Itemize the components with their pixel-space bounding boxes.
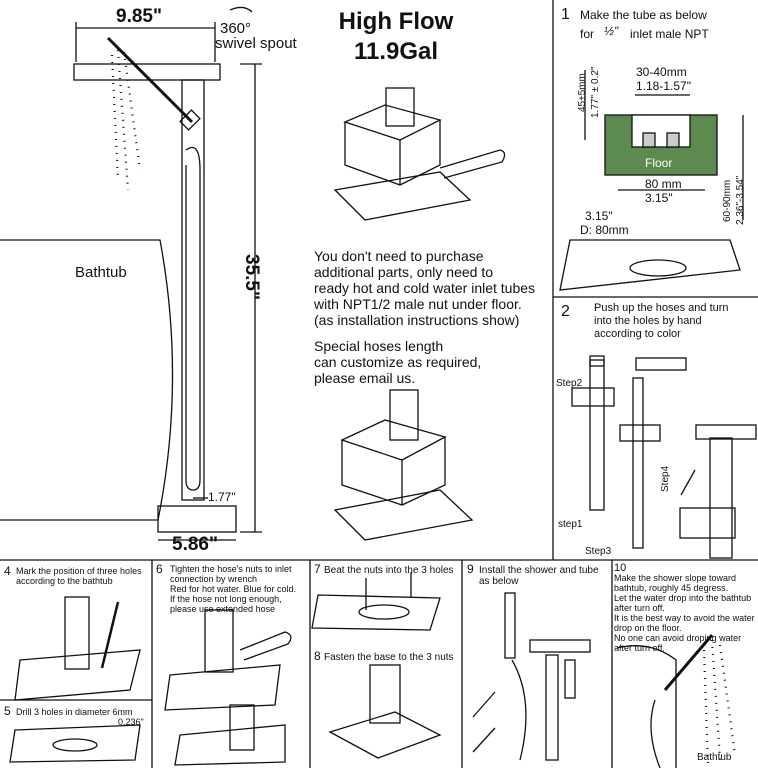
step10-number: 10 bbox=[614, 562, 627, 574]
step10-line5: It is the best way to avoid the water bbox=[614, 613, 755, 623]
offset-dimension-label: 1.77" bbox=[208, 490, 236, 504]
step2-number: 2 bbox=[561, 303, 570, 320]
note-line-5: (as installation instructions show) bbox=[314, 312, 520, 328]
floor-label: Floor bbox=[645, 156, 673, 170]
faucet-column bbox=[181, 79, 205, 501]
width-dimension-label: 9.85" bbox=[116, 6, 162, 27]
note-line-4: with NPT1/2 male nut under floor. bbox=[314, 296, 522, 312]
step10-line2: bathtub, roughly 45 degress. bbox=[614, 583, 729, 593]
note-line-2: additional parts, only need to bbox=[314, 264, 494, 280]
step6-number: 6 bbox=[156, 562, 163, 576]
step6-line5: please use extended hose bbox=[170, 604, 276, 614]
step1-width-in: 3.15" bbox=[645, 191, 673, 205]
floor-plate-bottom bbox=[333, 489, 474, 541]
wrench-top bbox=[439, 149, 506, 179]
title-line1: High Flow bbox=[338, 8, 454, 35]
step10-line7: No one can avoid droping water bbox=[614, 633, 742, 643]
step1-for: for bbox=[580, 27, 595, 41]
step6-line3: Red for hot water. Blue for cold. bbox=[170, 584, 297, 594]
step10-line4: after turn off. bbox=[614, 603, 665, 613]
swivel-label: swivel spout bbox=[215, 35, 297, 52]
faucet-base bbox=[157, 505, 237, 533]
note-line-3: ready hot and cold water inlet tubes bbox=[314, 280, 536, 296]
step9-number: 9 bbox=[467, 562, 474, 576]
step1-gap-in: 1.18-1.57" bbox=[636, 79, 691, 93]
step1-line1: Make the tube as below bbox=[580, 8, 707, 22]
step6-line4: If the hose not long enough, bbox=[170, 594, 282, 604]
step4-number: 4 bbox=[4, 564, 11, 578]
step2-label: Step2 bbox=[556, 378, 583, 389]
step1-hole-d: D: 80mm bbox=[580, 223, 629, 237]
step2-line1: Push up the hoses and turn bbox=[594, 302, 729, 314]
spout bbox=[73, 63, 221, 81]
title-line2: 11.9Gal bbox=[353, 38, 439, 65]
floor-hole-plate bbox=[559, 239, 741, 291]
step10-line6: drop on the floor. bbox=[614, 623, 682, 633]
step10-line3: Let the water drop into the bathtub bbox=[614, 593, 752, 603]
step1-label: step1 bbox=[558, 519, 583, 530]
step1-number: 1 bbox=[561, 6, 570, 23]
hoses-note-1: Special hoses length bbox=[314, 338, 444, 354]
step1-height-mm: 45±5mm bbox=[577, 73, 588, 112]
step5-inch: 0.236" bbox=[118, 717, 144, 727]
floor-plate-top bbox=[333, 171, 472, 221]
swivel-degree: 360° bbox=[220, 20, 252, 37]
step10-line1: Make the shower slope toward bbox=[614, 573, 737, 583]
step9-line1: Install the shower and tube bbox=[479, 565, 599, 576]
step3-label: Step3 bbox=[585, 546, 612, 557]
step1-width-mm: 80 mm bbox=[645, 177, 682, 191]
swivel-arrow bbox=[229, 6, 253, 13]
step6-line1: Tighten the hose's nuts to inlet bbox=[170, 564, 292, 574]
step2-line2: into the holes by hand bbox=[594, 315, 702, 327]
handshower bbox=[106, 36, 194, 124]
base-dimension-label: 5.86" bbox=[172, 534, 218, 555]
hoses-note-2: can customize as required, bbox=[314, 354, 482, 370]
step8-text: Fasten the base to the 3 nuts bbox=[324, 652, 454, 663]
step7-text: Beat the nuts into the 3 holes bbox=[324, 565, 454, 576]
step8-number: 8 bbox=[314, 649, 321, 663]
step6-line2: connection by wrench bbox=[170, 574, 258, 584]
step1-height-in: 1.77" ± 0.2" bbox=[590, 66, 601, 118]
step1-depth-in: 2.36"-3.54" bbox=[735, 175, 746, 225]
step4-label: Step4 bbox=[660, 465, 671, 492]
step10-bathtub: Bathtub bbox=[697, 752, 732, 763]
step1-hole-in: 3.15" bbox=[585, 209, 613, 223]
step9-line2: as below bbox=[479, 576, 519, 587]
height-dimension-label: 35.5" bbox=[241, 254, 262, 300]
step1-fraction: ½" bbox=[604, 24, 619, 38]
note-line-1: You don't need to purchase bbox=[314, 248, 484, 264]
step1-line2: inlet male NPT bbox=[630, 27, 709, 41]
step4-line2: according to the bathtub bbox=[16, 576, 113, 586]
step1-depth-mm: 60-90mm bbox=[722, 179, 733, 222]
step4-line1: Mark the position of three holes bbox=[16, 566, 142, 576]
bathtub-outline bbox=[0, 239, 174, 521]
step1-gap-mm: 30-40mm bbox=[636, 65, 687, 79]
step5-text: Drill 3 holes in diameter 6mm bbox=[16, 707, 133, 717]
step2-line3: according to color bbox=[594, 328, 681, 340]
hose bbox=[185, 146, 201, 491]
step7-number: 7 bbox=[314, 562, 321, 576]
hoses-note-3: please email us. bbox=[314, 370, 416, 386]
bathtub-label: Bathtub bbox=[75, 264, 127, 281]
step5-number: 5 bbox=[4, 704, 11, 718]
step10-line8: after turn off. bbox=[614, 643, 665, 653]
